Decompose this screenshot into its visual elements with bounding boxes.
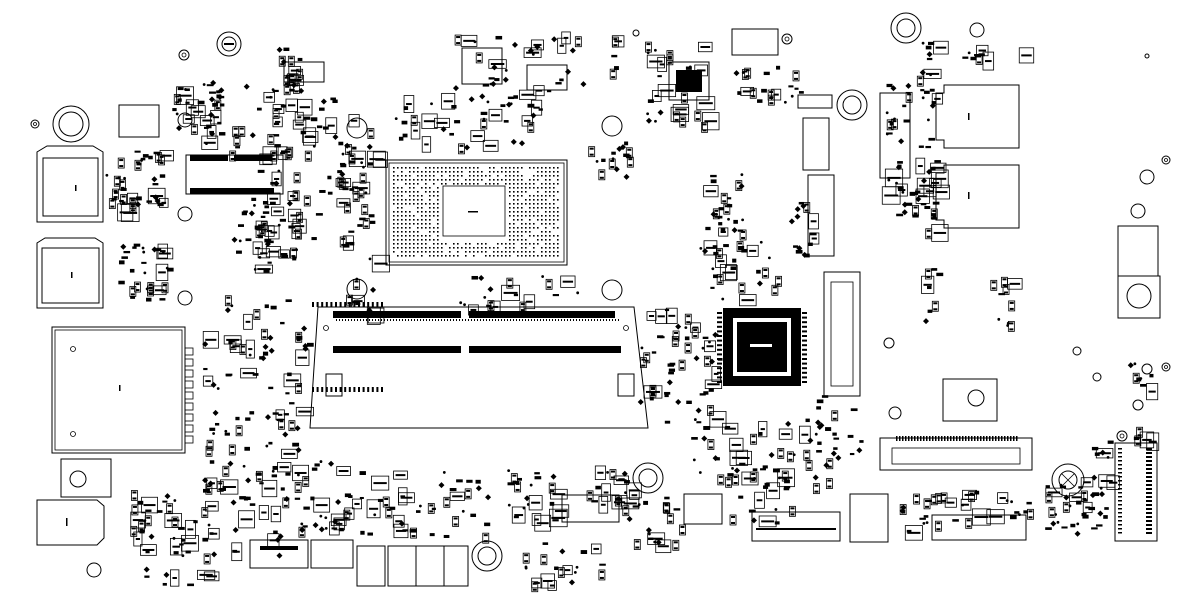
cpu-bga [385, 159, 568, 266]
right-connectors [802, 84, 1161, 542]
sodimm-slot [309, 306, 649, 429]
mounting-hole [1051, 463, 1085, 497]
mounting-hole [471, 540, 503, 572]
bottom-connectors [249, 493, 1027, 587]
top-connectors [118, 28, 833, 195]
mounting-hole [890, 12, 922, 44]
mounting-hole [52, 105, 90, 143]
mounting-hole [836, 89, 868, 121]
passive-components [105, 31, 1160, 593]
pch-qfp [312, 302, 807, 392]
left-connectors [36, 145, 194, 546]
mounting-hole [632, 462, 664, 494]
mounting-hole [216, 31, 242, 57]
